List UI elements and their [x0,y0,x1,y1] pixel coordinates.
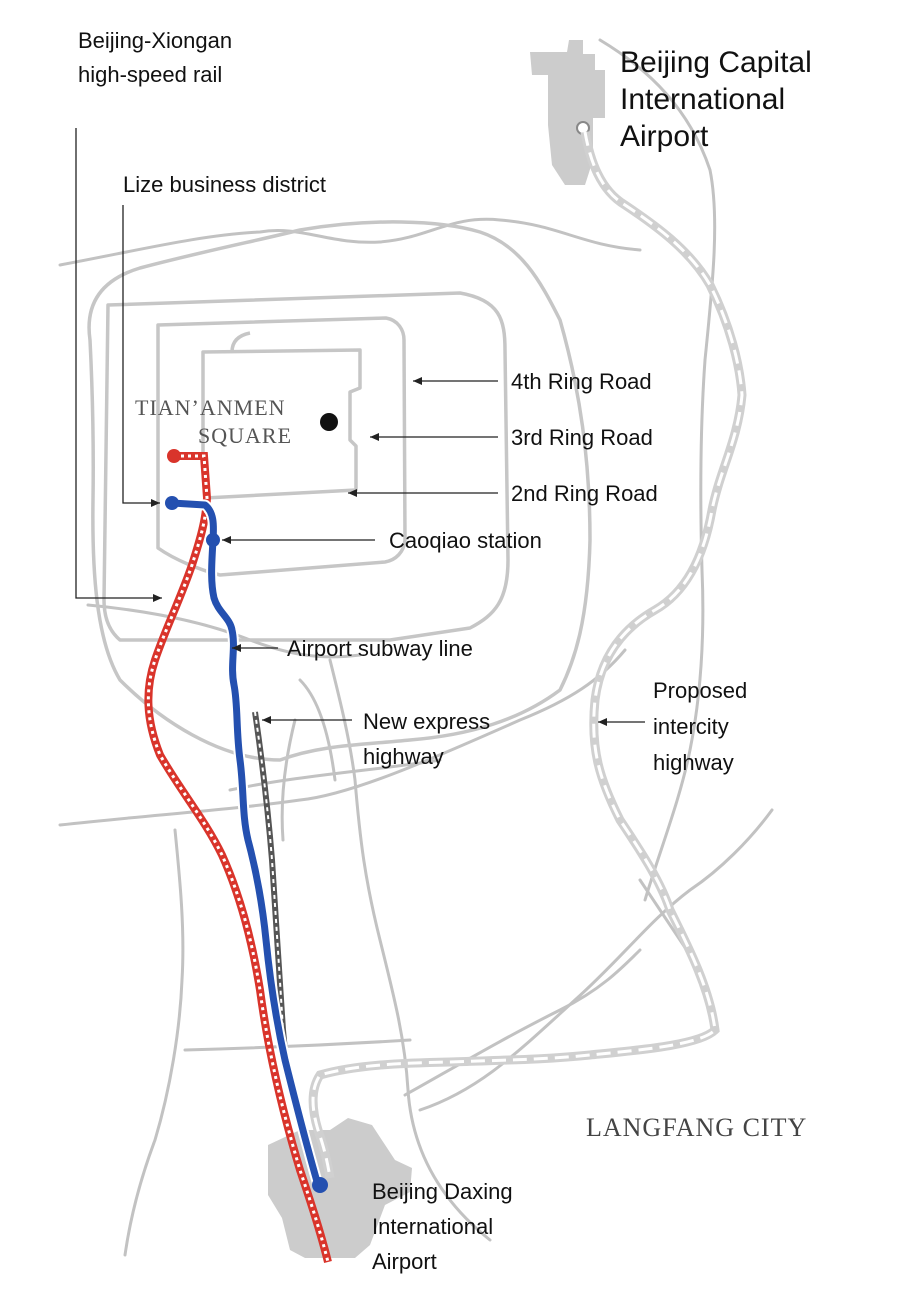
daxing-airport-label: Beijing Daxing International Airport [372,1179,519,1274]
capital-airport-label: Beijing Capital International Airport [620,46,820,153]
lize-label: Lize business district [123,172,326,197]
ring4-label: 4th Ring Road [511,369,652,394]
intercity-label: Proposed intercity highway [653,678,753,775]
xiongan-rail-label: Beijing-Xiongan high-speed rail [78,28,238,87]
subway-label: Airport subway line [287,636,473,661]
blue-station-dot-icon [206,533,220,547]
langfang-label: LANGFANG CITY [586,1113,807,1142]
tiananmen-label: TIAN’ANMEN SQUARE [135,395,292,448]
lize-station-icon [165,496,179,510]
ring-roads [87,220,592,762]
daxing-station-icon [312,1177,328,1193]
black-dot-icon [320,413,338,431]
proposed-intercity-highway [308,131,747,1179]
express-label: New express highway [363,709,496,769]
leader-lines [75,128,645,726]
airport-subway-line [165,496,328,1193]
ring2-label: 2nd Ring Road [511,481,658,506]
xiongan-high-speed-rail [144,449,332,1263]
ring3-label: 3rd Ring Road [511,425,653,450]
background-roads [58,38,774,1257]
caoqiao-label: Caoqiao station [389,528,542,553]
